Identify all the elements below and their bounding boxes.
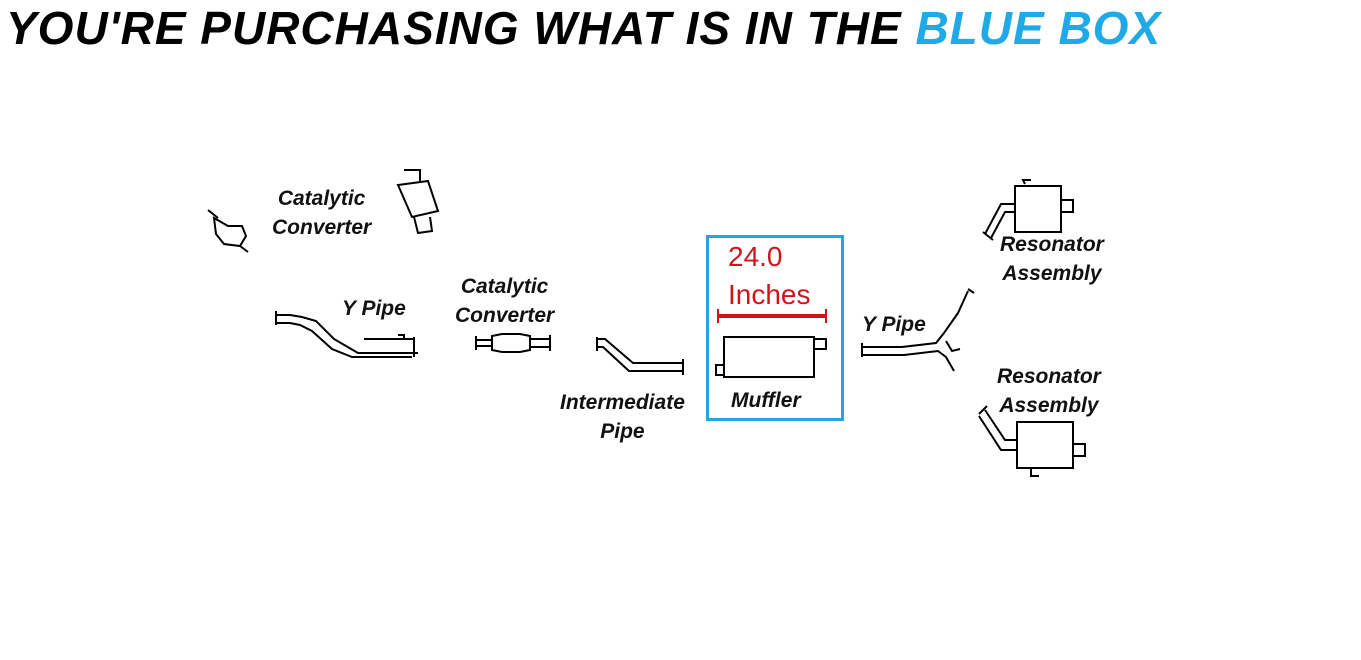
intermediate-pipe-icon (595, 335, 690, 385)
catalytic-converter-mid-icon (474, 330, 554, 360)
label-muffler: Muffler (731, 389, 801, 412)
label-catalytic-converter-top: Catalytic Converter (272, 187, 372, 239)
highlight-box (706, 235, 844, 421)
dimension-value: 24.0 (728, 241, 783, 272)
dimension-unit: Inches (728, 279, 811, 310)
catalytic-converter-small-icon (200, 200, 260, 265)
banner-prefix: YOU'RE PURCHASING WHAT IS IN THE (6, 2, 902, 54)
label-y-pipe-left: Y Pipe (342, 297, 406, 320)
label-y-pipe-right: Y Pipe (862, 313, 926, 336)
y-pipe-right-icon (860, 285, 980, 390)
label-resonator-bottom: Resonator Assembly (997, 365, 1101, 417)
label-intermediate-pipe: Intermediate Pipe (560, 391, 685, 443)
catalytic-converter-large-icon (390, 165, 450, 245)
y-pipe-left-icon (274, 305, 439, 365)
label-catalytic-converter-mid: Catalytic Converter (455, 275, 555, 327)
muffler-icon (714, 333, 829, 388)
resonator-top-icon (975, 179, 1090, 255)
banner-title: YOU'RE PURCHASING WHAT IS IN THE BLUE BO… (6, 2, 1161, 54)
dimension-line (716, 308, 831, 329)
resonator-bottom-icon (975, 400, 1105, 485)
banner-highlight: BLUE BOX (915, 2, 1162, 54)
dimension-label: 24.0 Inches (728, 238, 811, 314)
label-resonator-top: Resonator Assembly (1000, 233, 1104, 285)
